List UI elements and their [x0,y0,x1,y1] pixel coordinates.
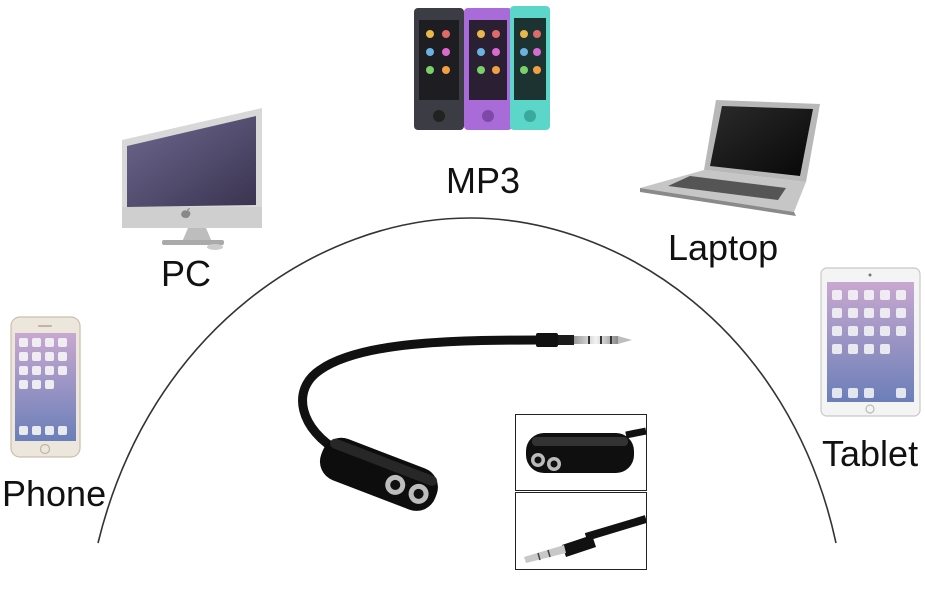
tablet-icon [820,267,921,417]
device-label-laptop: Laptop [668,227,779,268]
laptop-icon [640,100,820,216]
mp3-player-icon [414,6,550,130]
device-label-pc: PC [161,253,212,294]
inset-jack-detail [515,414,647,491]
plug-detail-icon [524,515,646,563]
inset-plug-detail [515,492,647,570]
connection-arc [97,217,837,544]
device-label-tablet: Tablet [822,433,919,474]
device-label-phone: Phone [2,473,107,514]
desktop-monitor-icon [122,108,262,250]
jack-detail-icon [526,427,646,473]
device-label-mp3: MP3 [446,160,521,201]
smartphone-icon [10,316,81,458]
audio-splitter-cable-icon [298,333,632,511]
